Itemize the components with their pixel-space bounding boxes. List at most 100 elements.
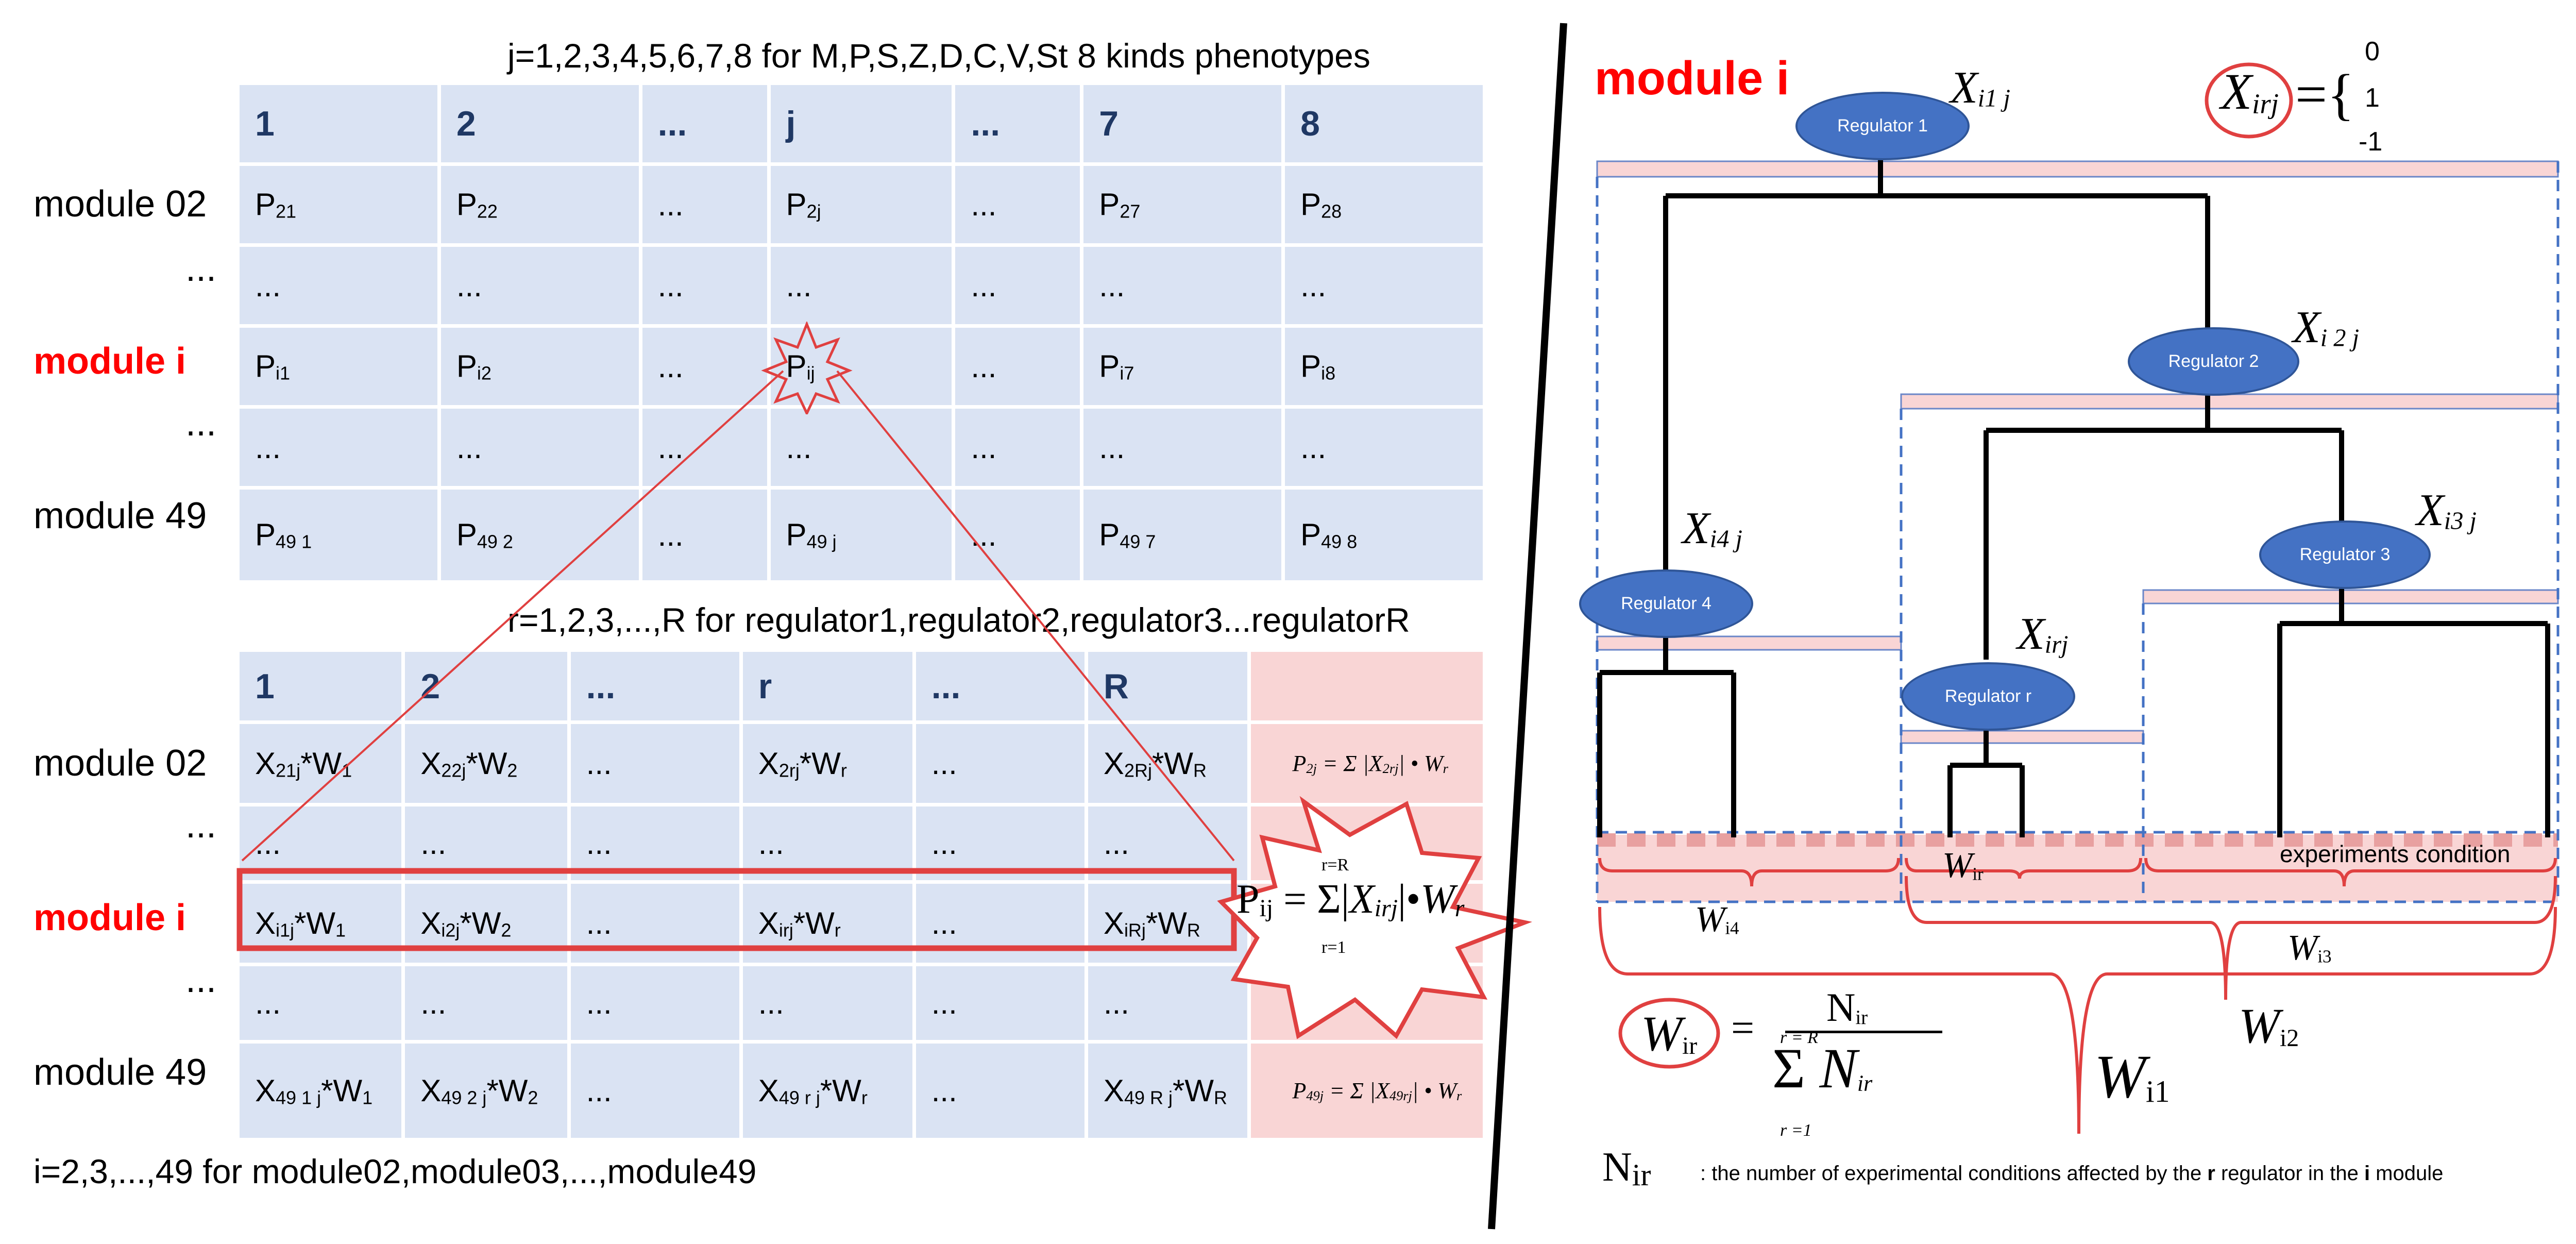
phenotype-table: 1 2 ... j ... 7 8 P21 P22 ... P2j ... P2… bbox=[240, 85, 1486, 584]
col-header: 1 bbox=[240, 85, 441, 166]
cell: ... bbox=[1083, 247, 1285, 328]
x-irj-label: Xirj bbox=[2017, 609, 2069, 659]
experiments-label: experiments condition bbox=[2280, 840, 2511, 867]
cell: ... bbox=[742, 966, 916, 1044]
cell: ... bbox=[955, 490, 1084, 584]
formula-row-i: Pij = Σ|Xirj|•Wr bbox=[1236, 877, 1465, 922]
x-i2j-label: Xi 2 j bbox=[2293, 302, 2360, 352]
regulator-3-node: Regulator 3 bbox=[2259, 520, 2431, 589]
w-ir-highlight bbox=[1618, 998, 1720, 1069]
cell: XiRj*WR bbox=[1088, 884, 1251, 966]
footnote-i: i bbox=[2364, 1162, 2370, 1185]
w-i4-label: Wi4 bbox=[1695, 900, 1739, 939]
col-header: r bbox=[742, 652, 916, 724]
cell: ... bbox=[770, 247, 956, 328]
col-header: 2 bbox=[440, 85, 642, 166]
cell: ... bbox=[570, 966, 743, 1044]
brace-wi1 bbox=[1598, 906, 2557, 1134]
cell: ... bbox=[642, 166, 771, 247]
cell: ... bbox=[916, 1044, 1088, 1141]
cell: ... bbox=[642, 247, 771, 328]
fraction-bar bbox=[1785, 1031, 1942, 1033]
cell: Pi8 bbox=[1285, 328, 1486, 409]
cell: ... bbox=[405, 966, 571, 1044]
cell: ... bbox=[916, 884, 1088, 966]
x-value-0: 0 bbox=[2365, 37, 2380, 66]
cell: Xi2j*W2 bbox=[405, 884, 571, 966]
cell: ... bbox=[570, 884, 743, 966]
brace-wi4 bbox=[1598, 858, 1900, 887]
footer-caption: i=2,3,...,49 for module02,module03,...,m… bbox=[33, 1152, 757, 1190]
cell: ... bbox=[955, 328, 1084, 409]
cell: Pi1 bbox=[240, 328, 441, 409]
regulator-4-node: Regulator 4 bbox=[1579, 569, 1753, 638]
col-header: 2 bbox=[405, 652, 571, 724]
left-annotations bbox=[236, 370, 1532, 1039]
tree-edges bbox=[1597, 144, 2550, 837]
cell: ... bbox=[1285, 409, 1486, 490]
cell: X22j*W2 bbox=[405, 724, 571, 806]
col-header: 1 bbox=[240, 652, 405, 724]
cell: ... bbox=[440, 409, 642, 490]
w-i3-label: Wi3 bbox=[2287, 928, 2332, 968]
x-value-neg1: -1 bbox=[2359, 127, 2383, 157]
cell: ... bbox=[1083, 409, 1285, 490]
x-irj-definition: Xirj bbox=[2221, 63, 2279, 120]
w-braces bbox=[1598, 858, 2557, 1134]
brace-wi3 bbox=[2144, 858, 2557, 887]
row-label-module-02: module 02 bbox=[33, 743, 207, 784]
formula-row02: P2j = Σ |X2rj| • Wr bbox=[1251, 724, 1486, 806]
brace-wi2 bbox=[1905, 876, 2557, 1000]
cell-pij: Pij bbox=[760, 322, 956, 414]
cell: P49 1 bbox=[240, 490, 441, 584]
sum-upper: r = R bbox=[1780, 1028, 1818, 1047]
row-label-module-49: module 49 bbox=[33, 1052, 207, 1093]
cell: ... bbox=[240, 966, 405, 1044]
cell: X49 r j*Wr bbox=[742, 1044, 916, 1141]
col-header: ... bbox=[570, 652, 743, 724]
formula-header bbox=[1251, 652, 1486, 724]
cell: P22 bbox=[440, 166, 642, 247]
col-header: R bbox=[1088, 652, 1251, 724]
cell: ... bbox=[440, 247, 642, 328]
x-irj-highlight bbox=[2205, 62, 2293, 139]
w-ir-formula-lhs: Wir bbox=[1641, 1006, 1698, 1061]
cell: X49 2 j*W2 bbox=[405, 1044, 571, 1141]
cell: ... bbox=[570, 724, 743, 806]
table2-caption: r=1,2,3,...,R for regulator1,regulator2,… bbox=[507, 601, 1410, 639]
x-i4j-label: Xi4 j bbox=[1682, 503, 1742, 553]
cell: X2Rj*WR bbox=[1088, 724, 1251, 806]
col-header: 7 bbox=[1083, 85, 1285, 166]
cell: P49 j bbox=[770, 490, 956, 584]
regulator-2-node: Regulator 2 bbox=[2128, 327, 2299, 396]
cell: ... bbox=[570, 1044, 743, 1141]
col-header: 8 bbox=[1285, 85, 1486, 166]
cell: P49 2 bbox=[440, 490, 642, 584]
cell: Pi2 bbox=[440, 328, 642, 409]
cell: ... bbox=[642, 409, 771, 490]
footnote-r: r bbox=[2207, 1162, 2215, 1185]
sum-upper-limit: r=R bbox=[1321, 855, 1349, 875]
cell: ... bbox=[770, 409, 956, 490]
cell: Pi7 bbox=[1083, 328, 1285, 409]
sum-lower: r =1 bbox=[1780, 1121, 1812, 1140]
w-i2-label: Wi2 bbox=[2239, 998, 2299, 1053]
cell: ... bbox=[916, 966, 1088, 1044]
row-label-ellipsis: ... bbox=[185, 804, 217, 846]
pink-bar-level-r bbox=[1900, 730, 2144, 744]
col-header: ... bbox=[642, 85, 771, 166]
cell: ... bbox=[955, 247, 1084, 328]
burst-shape bbox=[1217, 796, 1532, 1039]
n-ir-symbol: Nir bbox=[1602, 1145, 1651, 1192]
cell: Xirj*Wr bbox=[742, 884, 916, 966]
cell: X49 1 j*W1 bbox=[240, 1044, 405, 1141]
formula-denominator: Σ Nir bbox=[1772, 1037, 1873, 1100]
row-label-module-49: module 49 bbox=[33, 495, 207, 536]
footnote-prefix: : the number of experimental conditions … bbox=[1700, 1162, 2208, 1185]
pink-bar-level1 bbox=[1596, 160, 2559, 178]
cell: P28 bbox=[1285, 166, 1486, 247]
row-label-ellipsis: ... bbox=[185, 959, 217, 1000]
star-icon bbox=[760, 322, 853, 414]
cell: ... bbox=[916, 724, 1088, 806]
